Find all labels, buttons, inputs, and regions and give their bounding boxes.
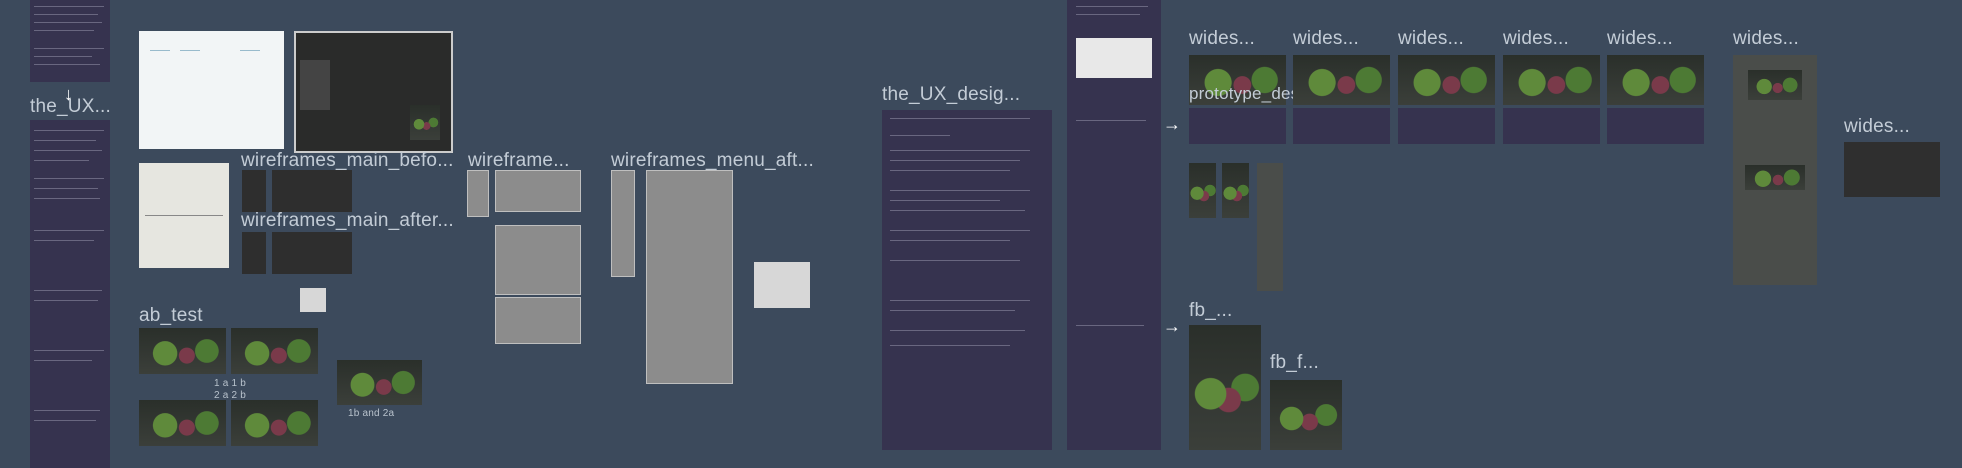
label-wf-main-before: wireframes_main_befo... — [241, 150, 454, 171]
label-the-ux-design: the_UX_desig... — [882, 84, 1021, 105]
label-wides-3: wides... — [1398, 28, 1465, 49]
wf-placeholder-box[interactable] — [300, 288, 326, 312]
label-wides-6: wides... — [1733, 28, 1800, 49]
wf-menu-page[interactable] — [646, 170, 733, 384]
label-wf-main-after: wireframes_main_after... — [241, 210, 454, 231]
flowchart-thumbnail[interactable] — [139, 31, 284, 149]
wides-thumb-4[interactable] — [1503, 55, 1600, 105]
label-fb-f: fb_f... — [1270, 352, 1319, 373]
fb-thumb-1[interactable] — [1189, 325, 1261, 450]
wf-main-after-small[interactable] — [242, 232, 266, 274]
wf-main-before-small[interactable] — [242, 170, 266, 212]
ux-design-document[interactable] — [882, 110, 1052, 450]
label-wides-5: wides... — [1607, 28, 1674, 49]
ab-test-2b[interactable] — [231, 400, 318, 446]
wireframe-bottom[interactable] — [495, 297, 581, 344]
document-panel-left[interactable] — [30, 120, 110, 468]
wides-thumb-2[interactable] — [1293, 55, 1390, 105]
wireframe-mid[interactable] — [495, 225, 581, 295]
ab-test-combo[interactable] — [337, 360, 422, 405]
document-panel-left-top[interactable] — [30, 0, 110, 82]
wireframe-phone[interactable] — [467, 170, 489, 217]
placeholder-image-icon[interactable] — [754, 262, 810, 308]
mobile-screen-2[interactable] — [1222, 163, 1249, 218]
label-wf-menu-after: wireframes_menu_aft... — [611, 150, 814, 171]
wides-thumb-7[interactable] — [1844, 142, 1940, 197]
down-arrow-icon: ↓ — [64, 84, 73, 104]
label-ab-test: ab_test — [139, 305, 203, 326]
mobile-screen-long[interactable] — [1257, 163, 1283, 291]
wf-menu-phone[interactable] — [611, 170, 635, 277]
ab-test-2a[interactable] — [139, 400, 226, 446]
arrow-right-icon-2: → — [1163, 316, 1181, 336]
label-ab-2: 2 a 2 b — [214, 390, 246, 401]
wf-main-after-large[interactable] — [272, 232, 352, 274]
ab-test-1a[interactable] — [139, 328, 226, 374]
wides-thumb-5[interactable] — [1607, 55, 1704, 105]
label-the-ux: the_UX... — [30, 96, 112, 117]
fb-thumb-2[interactable] — [1270, 380, 1342, 450]
wireframe-top[interactable] — [495, 170, 581, 212]
label-fb: fb_... — [1189, 300, 1233, 321]
label-wireframe: wireframe... — [468, 150, 570, 171]
prototype-desc-thumb[interactable] — [1076, 38, 1152, 78]
wides-thumb-3[interactable] — [1398, 55, 1495, 105]
label-wides-7: wides... — [1844, 116, 1911, 137]
ab-test-1b[interactable] — [231, 328, 318, 374]
label-wides-4: wides... — [1503, 28, 1570, 49]
wf-main-before-large[interactable] — [272, 170, 352, 212]
label-ab-combo: 1b and 2a — [348, 408, 395, 419]
mobile-screen-1[interactable] — [1189, 163, 1216, 218]
label-wides-2: wides... — [1293, 28, 1360, 49]
arrow-right-icon-1: → — [1163, 114, 1181, 134]
label-wides-1: wides... — [1189, 28, 1256, 49]
wides-thumb-1[interactable] — [1189, 55, 1286, 105]
label-ab-1: 1 a 1 b — [214, 378, 246, 389]
